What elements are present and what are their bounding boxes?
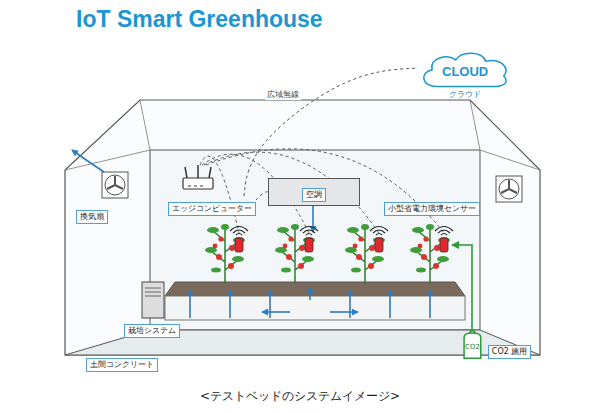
wireless-links (200, 149, 444, 233)
illustration-part (105, 175, 125, 195)
node-text: 空調 (302, 188, 326, 202)
ventilation-fan (496, 176, 522, 202)
illustration-part (262, 311, 290, 313)
greenhouse-back-wall (150, 150, 480, 330)
part-label: 栽培システム (124, 324, 180, 338)
nutrient-arrows (190, 287, 430, 318)
wireless-connector (256, 192, 268, 200)
illustration-part (200, 156, 239, 233)
node-text: 小型省電力環境センサー (384, 202, 480, 216)
illustration-part (496, 176, 522, 202)
illustration-part (206, 149, 444, 233)
part-label: 土間コンクリート (86, 358, 158, 372)
wireless-connector (244, 68, 418, 196)
ventilation-fan (102, 172, 128, 198)
illustration-part (330, 311, 358, 313)
node-text: CLOUD (418, 50, 512, 88)
illustration-part (230, 227, 248, 253)
illustration-part (165, 282, 465, 296)
illustration-part (429, 290, 431, 318)
illustration-part (189, 290, 191, 318)
diagram-caption: <テストベッドのシステムイメージ> (0, 388, 600, 405)
node-text: CO2 (462, 331, 483, 359)
illustration-part (107, 176, 123, 189)
cultivation-machine (142, 282, 164, 318)
cloud-shape: CLOUD (418, 50, 512, 88)
illustration-part (300, 227, 318, 253)
co2-cylinder: CO2CO2 施用 (462, 331, 531, 359)
illustration-part (370, 227, 388, 253)
node-text: エッジコンピューター (168, 202, 256, 216)
illustration-part (229, 290, 231, 318)
cylinder-shape: CO2 (462, 331, 483, 359)
illustration-part (501, 180, 517, 193)
illustration-part (102, 172, 128, 198)
air-conditioner-box: 空調 (268, 178, 360, 206)
illustration-part (499, 179, 519, 199)
node-text: クラウド (449, 89, 481, 100)
part-label: 換気扇 (76, 210, 108, 224)
illustration-part (142, 282, 164, 318)
illustration-part (165, 296, 465, 320)
node-text: CO2 施用 (488, 345, 532, 359)
illustration-part (204, 152, 379, 233)
diagram-title: IoT Smart Greenhouse (76, 6, 323, 33)
illustration-part (389, 290, 391, 318)
illustration-part (435, 227, 453, 253)
illustration-part (188, 185, 203, 186)
cloud-node: CLOUDクラウド (418, 50, 512, 100)
sensor-label-box: 小型省電力環境センサー (384, 196, 480, 216)
cultivation-bed (165, 282, 465, 320)
greenhouse-outer (65, 100, 540, 355)
router-icon (183, 165, 213, 189)
illustration-part (145, 288, 161, 296)
edge-computer-box: エッジコンピューター (168, 196, 256, 216)
edge-label: 広域無線 (265, 90, 301, 100)
illustration-part (185, 165, 211, 178)
illustration-part (309, 287, 311, 300)
illustration-part (183, 178, 213, 189)
co2-supply-line (452, 245, 472, 330)
illustration-part (269, 290, 271, 318)
frame-lines (65, 100, 540, 170)
illustration-part (349, 290, 351, 318)
exhaust-arrow (72, 150, 104, 172)
